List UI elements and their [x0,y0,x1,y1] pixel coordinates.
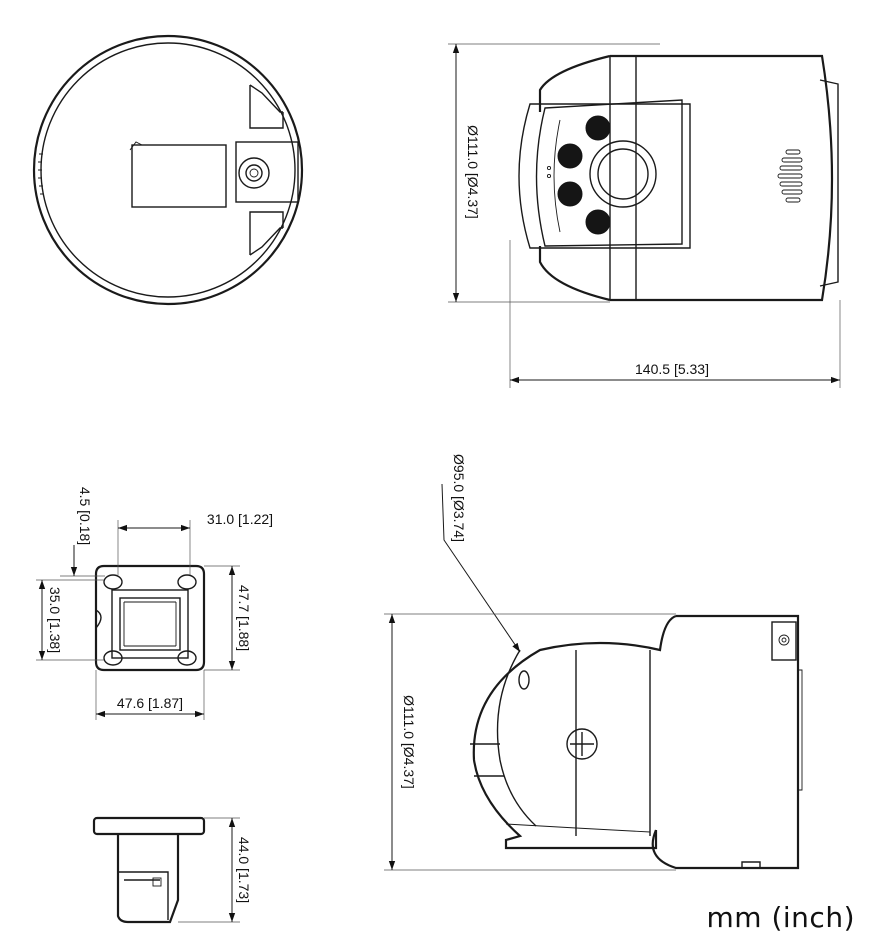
side-view [448,43,841,388]
dim-bracket-height: 47.7 [1.88] [236,585,252,651]
bracket-side-view [92,816,240,924]
dim-mounted-height: Ø111.0 [Ø4.37] [401,695,417,789]
dim-bracket-hole: 4.5 [0.18] [77,487,93,545]
dim-side-height: Ø111.0 [Ø4.37] [465,125,481,219]
dim-mount-diameter: Ø95.0 [Ø3.74] [451,454,467,542]
bottom-view [32,34,304,306]
bracket-plate-view [36,520,240,720]
dim-bracket-hole-spacing-x: 31.0 [1.22] [207,511,273,527]
dim-side-length: 140.5 [5.33] [635,361,709,377]
dim-bracket-width: 47.6 [1.87] [117,695,183,711]
mounted-side-view [384,483,803,871]
dim-bracket-depth: 44.0 [1.73] [236,837,252,903]
dim-bracket-hole-spacing-y: 35.0 [1.38] [47,587,63,653]
units-label: mm (inch) [706,901,855,934]
